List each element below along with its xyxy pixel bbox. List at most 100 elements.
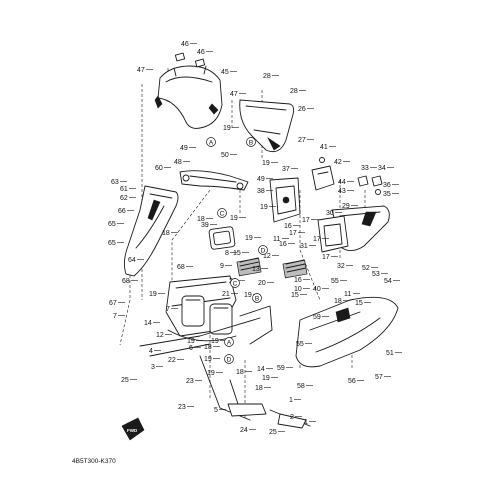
callout-c27: 27 [298,137,306,144]
callout-c67: 67 [109,300,117,307]
callout-c51: 51 [386,350,394,357]
reference-circle-rD2 [258,245,268,255]
callout-c55a: 55 [331,278,339,285]
callout-c24: 24 [240,427,248,434]
callout-c28a: 28 [263,73,271,80]
callout-c18b: 18 [162,230,170,237]
callout-c44: 44 [338,179,346,186]
reference-marker-rA2: A [224,337,234,347]
callout-c6: 6 [189,345,193,352]
callout-c19f: 19 [149,291,157,298]
callout-c14b: 14 [257,366,265,373]
forward-label: FWD [127,428,138,433]
callout-c47a: 47 [137,67,145,74]
callout-c60: 60 [155,165,163,172]
callout-c62: 62 [120,195,128,202]
small-fasteners-part-33 [357,175,383,195]
lower-side-cover-part-51 [295,296,399,368]
reference-marker-rA1: A [206,137,216,147]
callout-c18f: 18 [255,385,263,392]
callout-c65a: 65 [108,221,116,228]
reference-circle-rD1 [224,354,234,364]
callout-c11b: 11 [344,291,351,298]
callout-c48: 48 [174,159,182,166]
callout-c39: 39 [201,222,209,229]
diagram-code: 4B5T300-K370 [72,458,116,465]
callout-c28b: 28 [290,88,298,95]
callout-c4: 4 [149,348,153,355]
top-cover-part-45 [154,52,223,129]
callout-c17b: 17 [289,230,297,237]
callout-c1: 1 [289,397,293,404]
center-frame-assembly [165,275,273,345]
callout-c68: 68 [177,264,185,271]
callout-c20b: 20 [258,280,266,287]
callout-c19d: 19 [230,215,238,222]
reference-circle-rA2 [224,337,234,347]
callout-c19h: 19 [187,338,195,345]
callout-c16c: 16 [294,277,302,284]
callout-c21: 21 [222,291,230,298]
callout-c61: 61 [120,186,128,193]
reference-marker-rB2: B [252,293,262,303]
reference-marker-rD2: D [258,245,268,255]
reference-circle-rB1 [246,137,256,147]
callout-c57: 57 [375,374,383,381]
callout-c10: 10 [294,286,302,293]
callout-c32: 32 [337,263,345,270]
reference-letter-rB2: B [255,295,259,302]
callout-c43: 43 [338,188,346,195]
callout-c37: 37 [282,166,290,173]
callout-c59b: 59 [277,365,285,372]
clip-bracket-part-42 [311,157,335,191]
forward-direction-icon: FWD [121,417,145,441]
reference-circle-rB2 [252,293,262,303]
callout-c15c: 15 [355,300,363,307]
mesh-pad-part-13 [236,257,308,279]
meter-holder-part-38 [269,177,301,223]
callout-c52: 52 [362,265,370,272]
callout-c30: 30 [326,210,334,217]
callout-c19b: 19 [262,160,270,167]
callout-c50: 50 [221,152,229,159]
callout-c49b: 49 [257,176,265,183]
callout-c58: 58 [297,383,305,390]
callout-c19i: 19 [211,338,219,345]
callout-c23b: 23 [178,404,186,411]
callout-c45: 45 [221,69,229,76]
callout-c49a: 49 [180,145,188,152]
callout-c22: 22 [168,357,176,364]
callout-c42: 42 [334,159,342,166]
callout-c25a: 25 [121,377,129,384]
callout-c15a: 15 [233,250,241,257]
callout-c31: 31 [300,243,308,250]
callout-c19g: 19 [244,292,252,299]
reference-letter-rC1: C [220,210,225,217]
callout-c9: 9 [220,263,224,270]
callout-c66: 66 [118,208,126,215]
callout-c38: 38 [257,188,265,195]
stay-bracket-part-50 [179,170,249,191]
callout-c41: 41 [320,144,328,151]
callout-c33: 33 [361,165,369,172]
callout-c8: 8 [225,250,229,257]
callout-c17d: 17 [322,254,330,261]
callout-c18e: 18 [236,369,244,376]
reference-letter-rD2: D [261,247,266,254]
callout-c19c: 19 [260,204,268,211]
callout-c3: 3 [151,364,155,371]
callout-c64: 64 [128,257,136,264]
callout-c17a: 17 [302,217,310,224]
callout-c19l: 19 [262,375,270,382]
reference-circle-rA1 [206,137,216,147]
callout-c15b: 15 [291,292,299,299]
callout-c25b: 25 [269,429,277,436]
callout-c7a: 7 [113,313,117,320]
callout-c59a: 59 [313,314,321,321]
callout-c34: 34 [378,165,386,172]
callout-c46a: 46 [181,41,189,48]
